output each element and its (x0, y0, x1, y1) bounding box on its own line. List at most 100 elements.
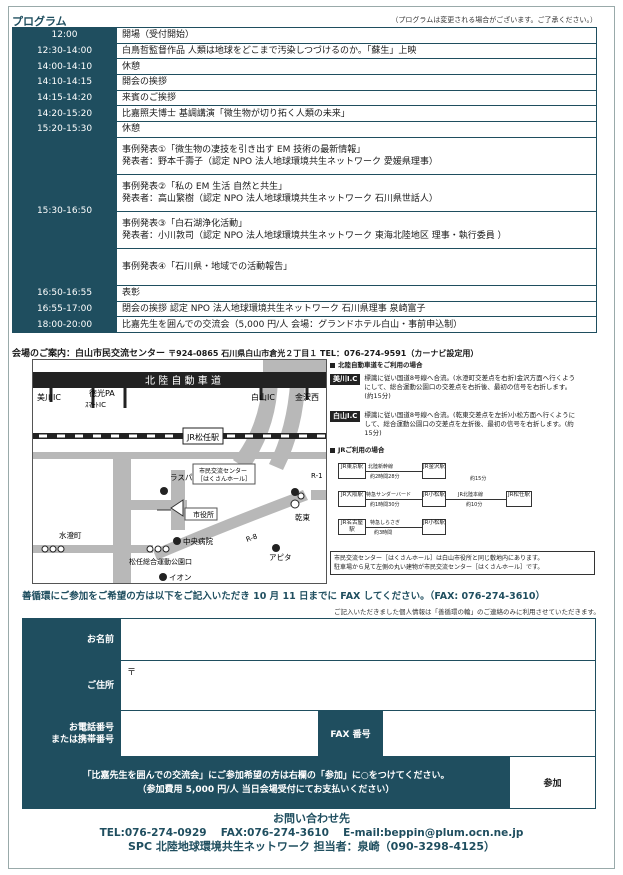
jr-route-diagram: JR東京駅 JR大阪駅 JR名古屋駅 JR金沢駅 JR小松駅 JR小松駅 JR松… (330, 459, 595, 545)
case-presentation: 事例発表②「私の EM 生活 自然と共生」発表者：高山繁樹（認定 NPO 法人地… (116, 173, 597, 212)
access-info: 北陸自動車道をご利用の場合 美川I.C 標識に従い国道8号線へ合流。(水澄町交差… (330, 361, 595, 584)
case-title: 事例発表③「白石湖浄化活動」 (122, 218, 248, 229)
party-question: 「比嘉先生を囲んでの交流会」にご参加希望の方は右欄の「参加」に○をつけてください… (22, 756, 510, 809)
program-item: 比嘉照夫博士 基調講演「微生物が切り拓く人類の未来」 (116, 105, 597, 123)
rasupa-label: ラスパ (170, 473, 193, 482)
case-presenter: 発表者：高山繁樹（認定 NPO 法人地球環境共生ネットワーク 石川県世話人） (122, 193, 438, 204)
address-label: ご住所 (22, 660, 121, 711)
program-time: 18:00-20:00 (12, 316, 117, 333)
venue-note-1: 市民交流センター［はくさんホール］は白山市役所と同じ敷地内にあります。 (334, 555, 544, 562)
time-15: 約15分 (470, 476, 487, 482)
hakusan-text: 標識に従い国道8号線へ合流。(乾東交差点を左折)小松方面へ行くようにして、総合運… (364, 411, 576, 437)
aeon-marker (159, 573, 167, 581)
case-title: 事例発表①「微生物の凄技を引き出す EM 技術の最新情報」 (122, 144, 366, 155)
program-time: 14:20-15:20 (12, 105, 117, 123)
ic-ramps (49, 388, 309, 408)
ic-tokumitsu-label: 徳光PA (89, 388, 115, 398)
program-item: 開場（受付開始） (116, 27, 597, 44)
jr-kanazawa-box: JR金沢駅 (422, 463, 446, 479)
postal-mark: 〒 (127, 668, 137, 678)
hakusan-route: 白山I.C 標識に従い国道8号線へ合流。(乾東交差点を左折)小松方面へ行くように… (330, 411, 595, 438)
program-item: 白鳥哲監督作品 人類は地球をどこまで汚染しつづけるのか。「蘇生」上映 (116, 42, 597, 60)
jr-tokyo-box: JR東京駅 (338, 463, 366, 479)
program-time: 15:30-16:50 (12, 136, 117, 286)
program-title: プログラム (12, 15, 67, 28)
party-line-2: （参加費用 5,000 円/人 当日会場受付にてお支払いください） (137, 784, 395, 795)
r8-label: R-8 (245, 532, 259, 543)
name-field[interactable] (120, 618, 596, 661)
program-row: 15:30-16:50 事例発表①「微生物の凄技を引き出す EM 技術の最新情報」… (12, 136, 597, 286)
kanto-marker (291, 488, 299, 496)
case-presenter: 発表者：野本千壽子（認定 NPO 法人地球環境共生ネットワーク 愛媛県理事） (122, 156, 438, 167)
station-label: JR松任駅 (186, 432, 219, 442)
program-note: （プログラムは変更される場合がございます。ご了承ください。） (391, 16, 597, 24)
shinkansen-time: 約2時間28分 (370, 474, 400, 480)
mikawa-route: 美川I.C 標識に従い国道8号線へ合流。(水澄町交差点を右折)金沢方面へ行くよう… (330, 374, 595, 401)
center-name: 市民交流センター (199, 467, 247, 475)
venue-info: 会場のご案内：白山市民交流センター 〒924-0865 石川県白山市倉光２丁目１… (12, 346, 478, 359)
program-row: 事例発表③「白石湖浄化活動」発表者：小川敦司（認定 NPO 法人地球環境共生ネッ… (13, 210, 597, 249)
thunderbird-time: 約1時間30分 (370, 502, 400, 508)
city-hall-building (184, 507, 218, 521)
jr-osaka-box: JR大阪駅 (338, 491, 366, 507)
railway-dashes (39, 434, 325, 438)
mikawa-badge: 美川I.C (330, 374, 361, 385)
case-presenter: 発表者：小川敦司（認定 NPO 法人地球環境共生ネットワーク 東海北陸地区 理事… (122, 230, 507, 241)
hokuriku-line-label: JR北陸本線 (458, 492, 483, 498)
fax-field[interactable] (382, 710, 596, 757)
program-row: 事例発表②「私の EM 生活 自然と共生」発表者：高山繁樹（認定 NPO 法人地… (13, 173, 597, 212)
case-presentation: 事例発表④「石川県・地域での活動報告」 (116, 247, 597, 286)
jr-komatsu-box-2: JR小松駅 (422, 519, 446, 535)
program-time: 16:55-17:00 (12, 300, 117, 318)
program-time: 16:50-16:55 (12, 284, 117, 302)
program-time: 14:15-14:20 (12, 89, 117, 107)
program-time: 12:30-14:00 (12, 42, 117, 60)
park-label: 松任総合運動公園口 (129, 557, 192, 566)
address-field[interactable]: 〒 (120, 660, 596, 711)
program-item: 開会の挨拶 (116, 74, 597, 91)
entrance-arrow-icon (157, 499, 184, 517)
program-header: プログラム （プログラムは変更される場合がございます。ご了承ください。） (12, 13, 597, 28)
program-item: 休憩 (116, 121, 597, 138)
map-drawing: 北 陸 自 動 車 道 JR松任駅 美川IC 徳光PA ｽﾏｰﾄIC 白山IC … (33, 360, 326, 583)
phone-field[interactable] (120, 710, 319, 757)
shirasagi-time: 約3時間 (374, 530, 393, 536)
venue-note-2: 駐車場から見て左側の丸い建物が市民交流センター［はくさんホール］です。 (334, 564, 544, 571)
thunderbird-label: 特急サンダーバード (366, 492, 411, 498)
kanto-marker-2 (290, 499, 300, 509)
program-item: 比嘉先生を囲んでの交流会（5,000 円/人 会場：グランドホテル白山・事前申込… (116, 316, 597, 333)
program-time: 14:10-14:15 (12, 74, 117, 91)
program-row: 事例発表④「石川県・地域での活動報告」 (13, 247, 597, 286)
program-item: 休憩 (116, 58, 597, 76)
aeon-label: イオン (169, 573, 192, 582)
center-sub: ［はくさんホール］ (197, 476, 251, 483)
rasupa-marker (160, 487, 168, 495)
shinkansen-label: 北陸新幹線 (368, 464, 394, 470)
contact-line-2: SPC 北陸地球環境共生ネットワーク 担当者：泉崎（090-3298-4125） (127, 840, 496, 853)
center-building (192, 463, 256, 485)
ic-kanazawa-label: 金沢西 (295, 392, 319, 402)
party-attend-field[interactable]: 参加 (509, 756, 596, 809)
railway-line (33, 433, 326, 439)
contact-title: お問い合わせ先 (273, 812, 350, 825)
access-map: 北 陸 自 動 車 道 JR松任駅 美川IC 徳光PA ｽﾏｰﾄIC 白山IC … (32, 359, 327, 584)
hospital-marker (173, 537, 181, 545)
venue-address: 〒924-0865 石川県白山市倉光２丁目１ TEL：076-274-9591（… (168, 349, 479, 358)
flyer-frame (8, 6, 615, 869)
case-presentation: 事例発表③「白石湖浄化活動」発表者：小川敦司（認定 NPO 法人地球環境共生ネッ… (116, 210, 597, 249)
program-item: 閉会の挨拶 認定 NPO 法人地球環境共生ネットワーク 石川県理事 泉崎富子 (116, 300, 597, 318)
venue-note: 市民交流センター［はくさんホール］は白山市役所と同じ敷地内にあります。 駐車場か… (330, 551, 595, 575)
jr-matto-box: JR松任駅 (506, 491, 532, 507)
shirasagi-label: 特急しらさぎ (370, 520, 401, 526)
expressway-bar (33, 372, 326, 388)
application-form: お名前 ご住所 〒 お電話番号または携帯番号 FAX 番号 「比嘉先生を囲んでの… (22, 618, 596, 809)
